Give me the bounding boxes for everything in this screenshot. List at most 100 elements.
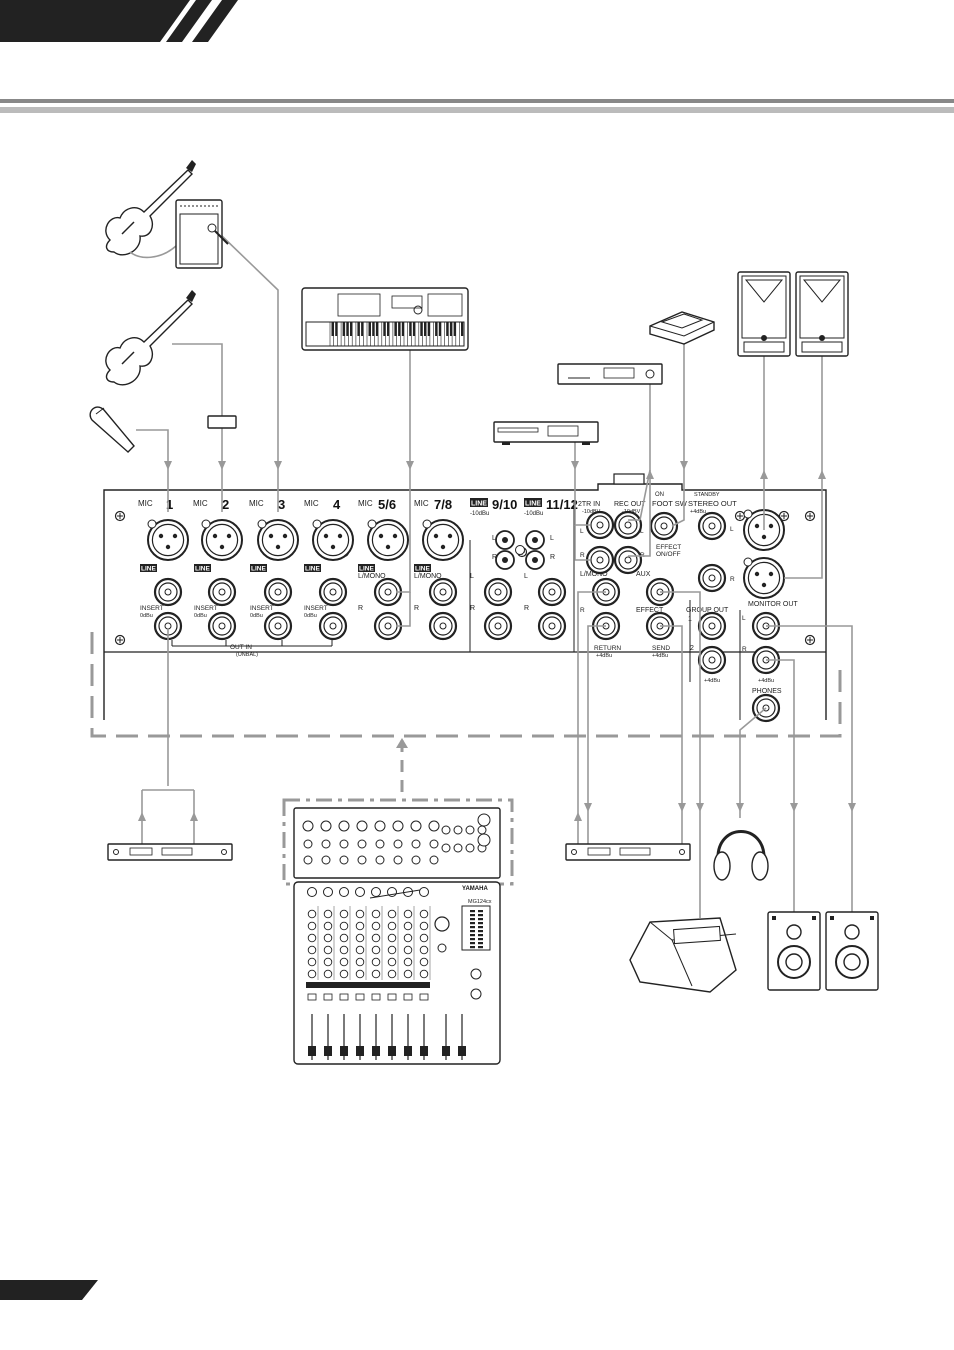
return-label: RETURN: [594, 645, 621, 652]
electric-guitar-icon: [105, 290, 196, 386]
rca-r-left: R: [492, 554, 497, 561]
electric-guitar-icon: [105, 160, 196, 259]
line-badge-1: LINE: [141, 566, 156, 573]
r-label-5-6: R: [358, 605, 363, 612]
insert-level-4: 0dBu: [304, 613, 317, 619]
r-label-9-10: R: [470, 605, 475, 612]
line-level-11-12: -10dBu: [524, 511, 543, 517]
footswitch-icon: [649, 311, 715, 345]
insert-level-3: 0dBu: [250, 613, 263, 619]
two-tr-in-level: -10dBV: [582, 509, 601, 515]
mic-label-5: MIC: [358, 499, 373, 508]
mic-label-3: MIC: [249, 499, 264, 508]
insert-level-1: 0dBu: [140, 613, 153, 619]
two-tr-in-label: 2TR IN: [578, 501, 600, 508]
channel-number-5-6: 5/6: [378, 497, 396, 512]
xlr-latch-icon: [743, 509, 753, 519]
xlr-latch-icon: [422, 519, 432, 529]
insert-label-4: INSERT: [304, 605, 328, 612]
xlr-latch-icon: [257, 519, 267, 529]
xlr-latch-icon: [147, 519, 157, 529]
footer-tab: [0, 1280, 98, 1300]
stereo-out-label: STEREO OUT: [688, 499, 737, 508]
insert-label-2: INSERT: [194, 605, 218, 612]
line-badge-11-12: LINE: [525, 501, 541, 508]
synthesizer-icon: [301, 287, 469, 351]
xlr-latch-icon: [201, 519, 211, 529]
phones-label: PHONES: [752, 688, 782, 695]
l-mono-label-7-8: L/MONO: [414, 573, 442, 580]
header-rule-dark: [0, 99, 954, 103]
small-mixer: YAMAHA MG124cx: [293, 807, 501, 1065]
channel-labels: MIC 1 MIC 2 MIC 3 MIC 4 MIC 5/6 MIC 7/8 …: [138, 492, 798, 695]
line-badge-4: LINE: [305, 566, 320, 573]
pa-speaker-icon: [737, 271, 791, 357]
channel-number-1: 1: [166, 497, 173, 512]
insert-label-1: INSERT: [140, 605, 164, 612]
headphones-icon: [713, 830, 769, 881]
screw-icon: [515, 545, 525, 555]
stereo-out-l: L: [730, 526, 734, 533]
header-rule-light: [0, 107, 954, 113]
return-l-mono: L/MONO: [580, 571, 608, 578]
l-label-11-12: L: [524, 573, 528, 580]
group-out-label: GROUP OUT: [686, 607, 729, 614]
line-badge-3: LINE: [251, 566, 266, 573]
return-level: +4dBu: [596, 653, 612, 659]
channel-number-11-12: 11/12: [546, 497, 578, 512]
rca-l-left: L: [492, 535, 496, 542]
rca-jacks: [495, 530, 545, 570]
monitor-out-r: R: [742, 646, 747, 653]
monitor-out-l: L: [742, 615, 746, 622]
channel-number-9-10: 9/10: [492, 497, 517, 512]
stereo-out-r: R: [730, 576, 735, 583]
mic-label-2: MIC: [193, 499, 208, 508]
monitor-out-label: MONITOR OUT: [748, 601, 798, 608]
channel-number-4: 4: [333, 497, 341, 512]
studio-monitor-icon: [825, 911, 879, 991]
line-badge-9-10: LINE: [471, 501, 487, 508]
line-level-9-10: -10dBu: [470, 511, 489, 517]
rec-out-label: REC OUT: [614, 501, 646, 508]
rca-l-right: L: [550, 535, 554, 542]
xlr-latch-icon: [312, 519, 322, 529]
mic-label-6: MIC: [414, 499, 429, 508]
monitor-out-level: +4dBu: [758, 678, 774, 684]
l-mono-label-5-6: L/MONO: [358, 573, 386, 580]
xlr-latch-icon: [743, 557, 753, 567]
small-mixer-brand: YAMAHA: [462, 886, 488, 892]
rec-out-l: L: [640, 528, 644, 535]
two-tr-l: L: [580, 528, 584, 535]
l-label-9-10: L: [470, 573, 474, 580]
header-band: [0, 0, 238, 42]
send-label: SEND: [652, 645, 670, 652]
two-tr-r: R: [580, 552, 585, 559]
recorder-icon: [557, 363, 663, 385]
effect-onoff-label-1: EFFECT: [656, 544, 681, 551]
group-2-label: 2: [690, 645, 694, 652]
unbal-label: (UNBAL): [236, 652, 258, 658]
arrowheads: [138, 461, 856, 821]
mic-label-1: MIC: [138, 499, 153, 508]
effect-onoff-label-2: ON/OFF: [656, 551, 681, 558]
insert-label-3: INSERT: [250, 605, 274, 612]
effect-label: EFFECT: [636, 607, 664, 614]
line-badge-5-6: LINE: [359, 566, 374, 573]
di-box: [207, 415, 237, 429]
floor-monitor-icon: [629, 917, 737, 993]
r-label-7-8: R: [414, 605, 419, 612]
line-badge-7-8: LINE: [415, 566, 430, 573]
out-in-label: OUT IN: [230, 644, 252, 651]
aux-label: AUX: [636, 571, 651, 578]
xlr-latch-icon: [367, 519, 377, 529]
group-out-level: +4dBu: [704, 678, 720, 684]
group-1-label: 1: [688, 616, 692, 623]
rca-r-right: R: [550, 554, 555, 561]
rack-effect-icon: [565, 843, 691, 861]
on-label: ON: [655, 492, 664, 498]
insert-level-2: 0dBu: [194, 613, 207, 619]
cd-player-icon: [493, 421, 599, 445]
return-r: R: [580, 607, 585, 614]
pa-speaker-icon: [795, 271, 849, 357]
